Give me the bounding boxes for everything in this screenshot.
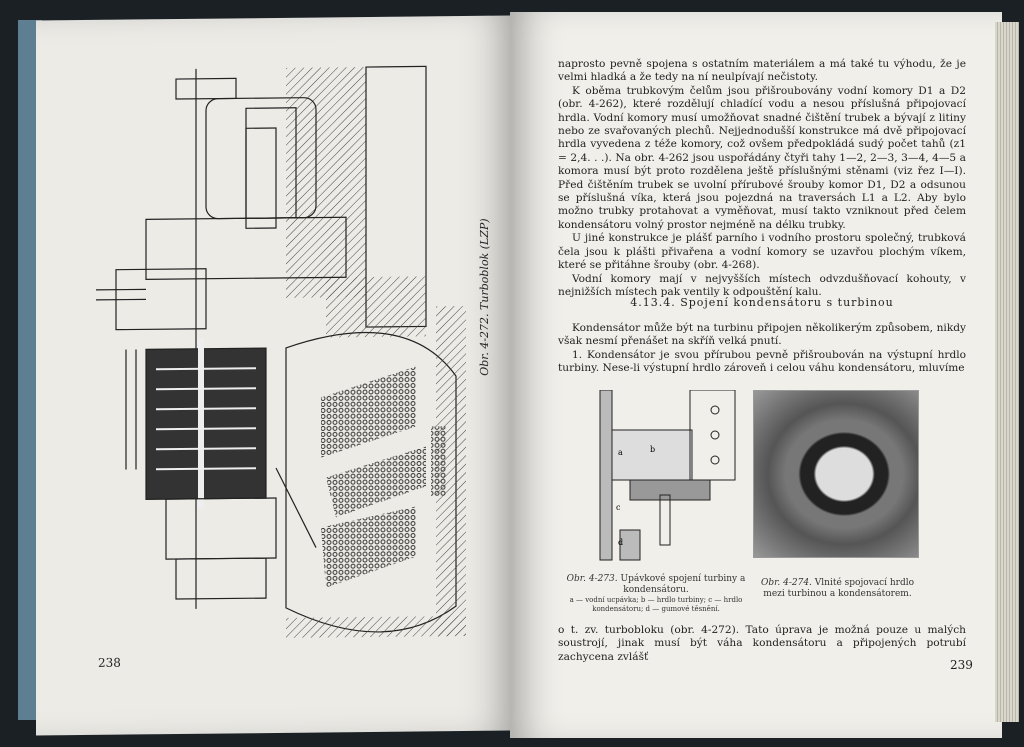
page-edges	[995, 22, 1019, 722]
right-page: naprosto pevně spojena s ostatním materi…	[510, 12, 1002, 738]
figure-caption-4-272: Obr. 4-272. Turboblok (LZP)	[478, 218, 491, 376]
figure-caption-4-274: Obr. 4-274. Vlnité spojovací hrdlo mezi …	[755, 578, 920, 600]
text-block-section: Kondensátor může být na turbinu připojen…	[558, 322, 966, 376]
paragraph: Vodní komory mají v nejvyšších místech o…	[558, 272, 966, 298]
caption-label: Obr. 4-274.	[760, 578, 812, 588]
turboblok-drawing	[96, 65, 466, 638]
text-block-bottom: o t. zv. turbobloku (obr. 4-272). Tato ú…	[558, 624, 966, 664]
label-a: a	[618, 448, 623, 457]
figure-4-274-photo	[753, 390, 919, 558]
label-d: d	[618, 538, 623, 547]
page-number-left: 238	[98, 655, 121, 670]
caption-title: Upávkové spojení turbiny a kondensátoru.	[620, 574, 746, 595]
figure-4-273-drawing: a b c d	[599, 390, 736, 561]
paragraph: U jiné konstrukce je plášť parního i vod…	[558, 232, 966, 272]
paragraph: K oběma trubkovým čelům jsou přišroubová…	[558, 84, 966, 231]
caption-legend: a — vodní ucpávka; b — hrdlo turbiny; c …	[569, 596, 743, 613]
paragraph: o t. zv. turbobloku (obr. 4-272). Tato ú…	[558, 624, 966, 663]
page-number-right: 239	[950, 658, 973, 672]
figure-caption-4-273: Obr. 4-273. Upávkové spojení turbiny a k…	[566, 574, 746, 614]
label-b: b	[650, 445, 655, 454]
paragraph: 1. Kondensátor je svou přírubou pevně př…	[558, 348, 966, 375]
text-block-top: naprosto pevně spojena s ostatním materi…	[558, 58, 966, 299]
label-c: c	[616, 503, 621, 512]
left-page: Obr. 4-272. Turboblok (LZP) 238	[36, 15, 514, 736]
paragraph: naprosto pevně spojena s ostatním materi…	[558, 58, 966, 84]
caption-title: Vlnité spojovací hrdlo mezi turbinou a k…	[763, 578, 915, 599]
paragraph: Kondensátor může být na turbinu připojen…	[558, 322, 966, 348]
section-heading: 4.13.4. Spojení kondensátoru s turbinou	[630, 296, 894, 309]
caption-label: Obr. 4-273.	[566, 574, 618, 584]
